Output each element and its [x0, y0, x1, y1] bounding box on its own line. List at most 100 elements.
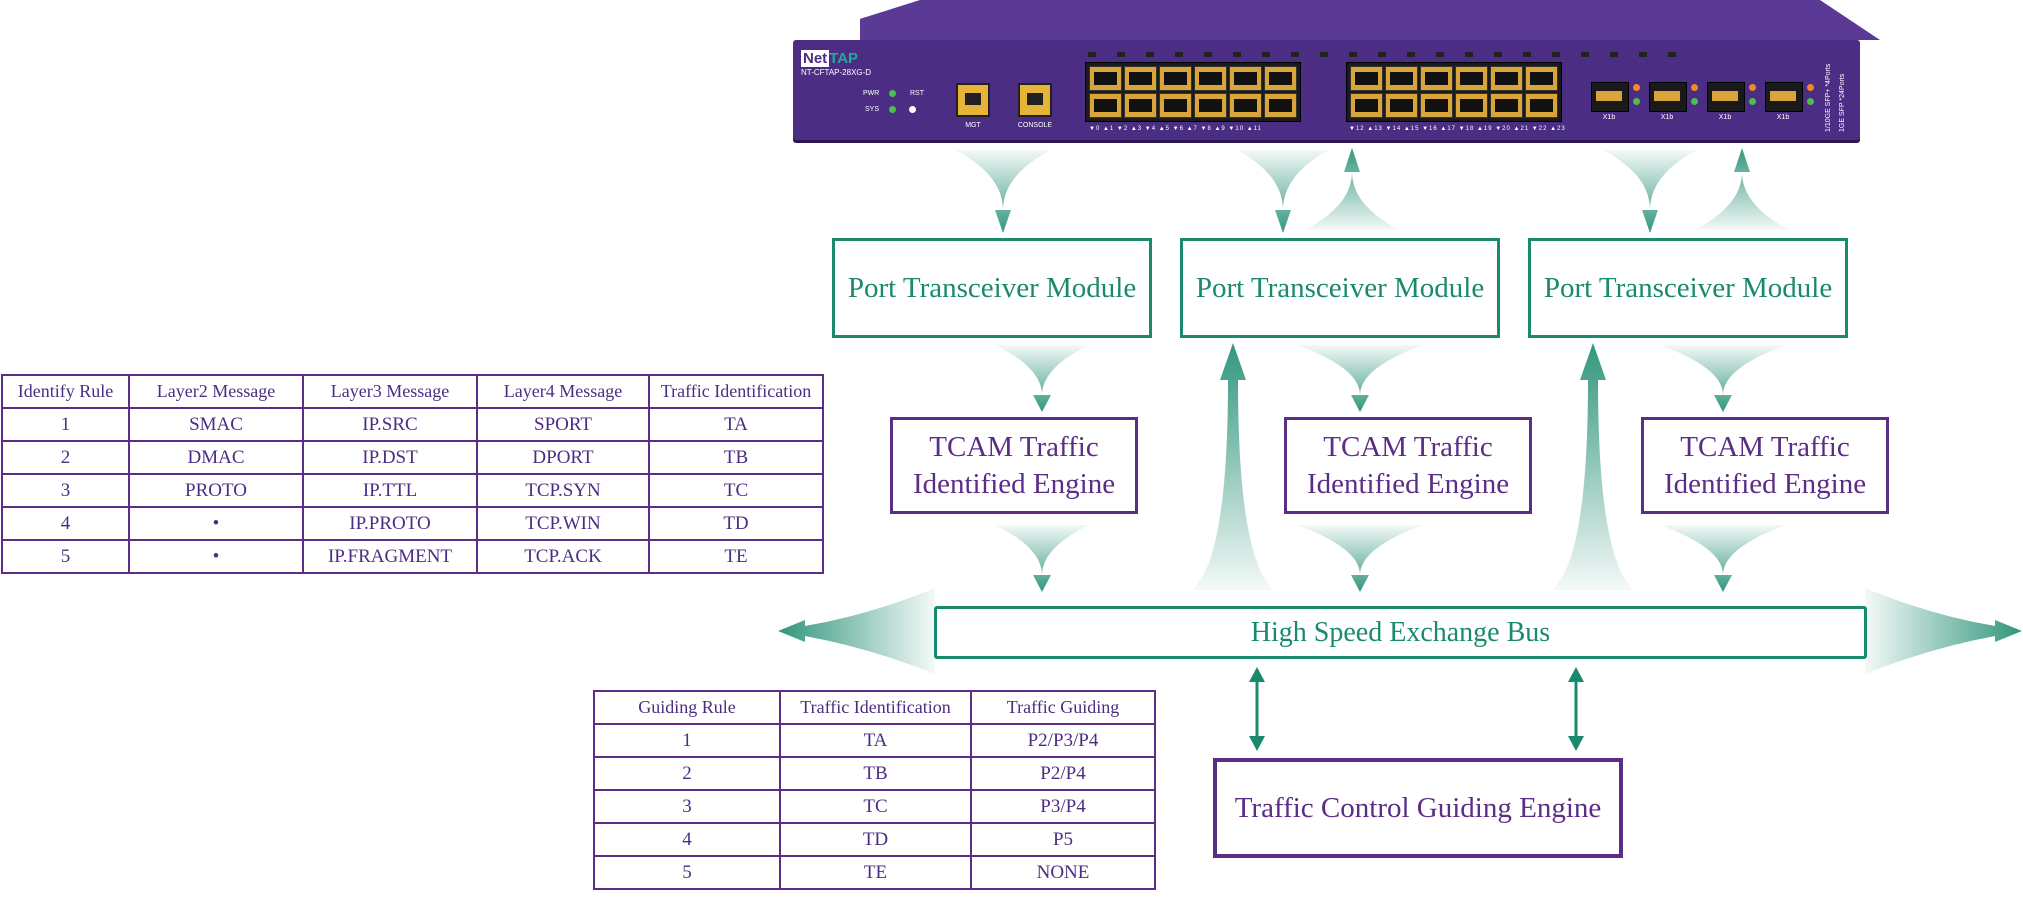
rst-button[interactable]	[909, 106, 916, 113]
cell: DPORT	[476, 440, 650, 475]
identify-table-header: Identify Rule Layer2 Message Layer3 Mess…	[1, 374, 824, 409]
arrow-device-to-ptm-2	[1237, 150, 1329, 233]
cell: TC	[779, 789, 972, 824]
xsfp-label-3: X1b	[1718, 114, 1732, 121]
sys-label: SYS	[865, 106, 880, 113]
arrow-tcam3-to-bus	[1660, 525, 1786, 592]
sfp-group2-numbers: ▼12 ▲13 ▼14 ▲15 ▼16 ▲17 ▼18 ▲19 ▼20 ▲21 …	[1349, 126, 1566, 132]
cell: TCP.ACK	[476, 539, 650, 574]
cell: TE	[779, 855, 972, 890]
cell: 1	[1, 407, 130, 442]
sfp-port[interactable]	[1525, 93, 1558, 118]
cell: DMAC	[128, 440, 304, 475]
xsfp-port-3[interactable]	[1707, 82, 1745, 112]
arrow-tcam1-to-bus	[995, 525, 1089, 592]
cell: IP.TTL	[302, 473, 478, 508]
cell: SPORT	[476, 407, 650, 442]
sfp-port[interactable]	[1525, 66, 1558, 91]
sfp-port[interactable]	[1420, 93, 1453, 118]
cell: SMAC	[128, 407, 304, 442]
header-guiding-rule: Guiding Rule	[593, 690, 781, 725]
sfp-port[interactable]	[1229, 93, 1262, 118]
sfp-port[interactable]	[1124, 93, 1157, 118]
cell: 3	[1, 473, 130, 508]
cell: IP.FRAGMENT	[302, 539, 478, 574]
cell: TA	[648, 407, 824, 442]
xsfp-label-1: X1b	[1602, 114, 1616, 121]
arrow-ptm3-to-device	[1695, 148, 1789, 230]
xsfp-port-4[interactable]	[1765, 82, 1803, 112]
sfp-port[interactable]	[1455, 93, 1488, 118]
cell: IP.DST	[302, 440, 478, 475]
arrow-tcam2-to-bus	[1297, 525, 1423, 592]
sfp-port[interactable]	[1264, 66, 1297, 91]
tcam-engine-3-line2: Identified Engine	[1663, 467, 1867, 500]
sfp-port-group-1	[1085, 62, 1301, 122]
arrow-ptm3-to-tcam3	[1660, 345, 1786, 412]
header-traffic-identification: Traffic Identification	[648, 374, 824, 409]
sfp-port[interactable]	[1194, 66, 1227, 91]
cell: •	[128, 539, 304, 574]
arrow-bus-guiding-left	[1249, 667, 1265, 751]
port-transceiver-module-2: Port Transceiver Module	[1180, 238, 1500, 338]
cell: TB	[779, 756, 972, 791]
sfp-port[interactable]	[1455, 66, 1488, 91]
console-port[interactable]	[1018, 83, 1052, 117]
sfp-port[interactable]	[1490, 93, 1523, 118]
xsfp-label-2: X1b	[1660, 114, 1674, 121]
sfp-group1-numbers: ▼0 ▲1 ▼2 ▲3 ▼4 ▲5 ▼6 ▲7 ▼8 ▲9 ▼10 ▲11	[1089, 126, 1262, 132]
cell: IP.SRC	[302, 407, 478, 442]
cell: P3/P4	[970, 789, 1156, 824]
cell: •	[128, 506, 304, 541]
arrow-bus-to-ptm2	[1192, 343, 1274, 590]
identify-rule-table: Identify Rule Layer2 Message Layer3 Mess…	[1, 374, 824, 574]
cell: 5	[593, 855, 781, 890]
xsfp-port-1[interactable]	[1591, 82, 1629, 112]
mgmt-label: MGT	[965, 122, 981, 129]
mgmt-port[interactable]	[956, 83, 990, 117]
cell: P2/P4	[970, 756, 1156, 791]
xsfp-led	[1691, 84, 1698, 91]
sfp-port[interactable]	[1490, 66, 1523, 91]
sfp-port[interactable]	[1089, 66, 1122, 91]
cell: 4	[593, 822, 781, 857]
tcam-engine-1-line2: Identified Engine	[912, 467, 1116, 500]
sfp-port[interactable]	[1229, 66, 1262, 91]
sfp-port[interactable]	[1385, 93, 1418, 118]
header-identify-rule: Identify Rule	[1, 374, 130, 409]
cell: TB	[648, 440, 824, 475]
tcam-engine-3: TCAM Traffic Identified Engine	[1641, 417, 1889, 514]
sfp-port[interactable]	[1420, 66, 1453, 91]
xsfp-led	[1749, 84, 1756, 91]
cell: 3	[593, 789, 781, 824]
sfp-port[interactable]	[1385, 66, 1418, 91]
cell: TE	[648, 539, 824, 574]
sfp-port[interactable]	[1350, 93, 1383, 118]
guiding-table-header: Guiding Rule Traffic Identification Traf…	[593, 690, 1156, 725]
cell: TD	[779, 822, 972, 857]
header-traffic-guiding: Traffic Guiding	[970, 690, 1156, 725]
xsfp-led	[1807, 84, 1814, 91]
tcam-engine-2-line2: Identified Engine	[1306, 467, 1510, 500]
sfp-port[interactable]	[1124, 66, 1157, 91]
sfp-port[interactable]	[1194, 93, 1227, 118]
sfp-port[interactable]	[1350, 66, 1383, 91]
cell: 5	[1, 539, 130, 574]
sfp-port[interactable]	[1264, 93, 1297, 118]
guiding-rule-table: Guiding Rule Traffic Identification Traf…	[593, 690, 1156, 890]
sfp-port[interactable]	[1159, 66, 1192, 91]
xsfp-led	[1749, 98, 1756, 105]
side-label-1: 1/10GE SFP+ *4Ports	[1825, 63, 1832, 132]
sfp-port[interactable]	[1159, 93, 1192, 118]
traffic-control-guiding-engine: Traffic Control Guiding Engine	[1213, 758, 1623, 858]
tcam-engine-3-line1: TCAM Traffic	[1680, 431, 1850, 464]
cell: TD	[648, 506, 824, 541]
arrow-ptm1-to-tcam1	[995, 345, 1089, 412]
xsfp-led	[1633, 84, 1640, 91]
sfp-port[interactable]	[1089, 93, 1122, 118]
pwr-led	[889, 90, 896, 97]
xsfp-port-2[interactable]	[1649, 82, 1687, 112]
